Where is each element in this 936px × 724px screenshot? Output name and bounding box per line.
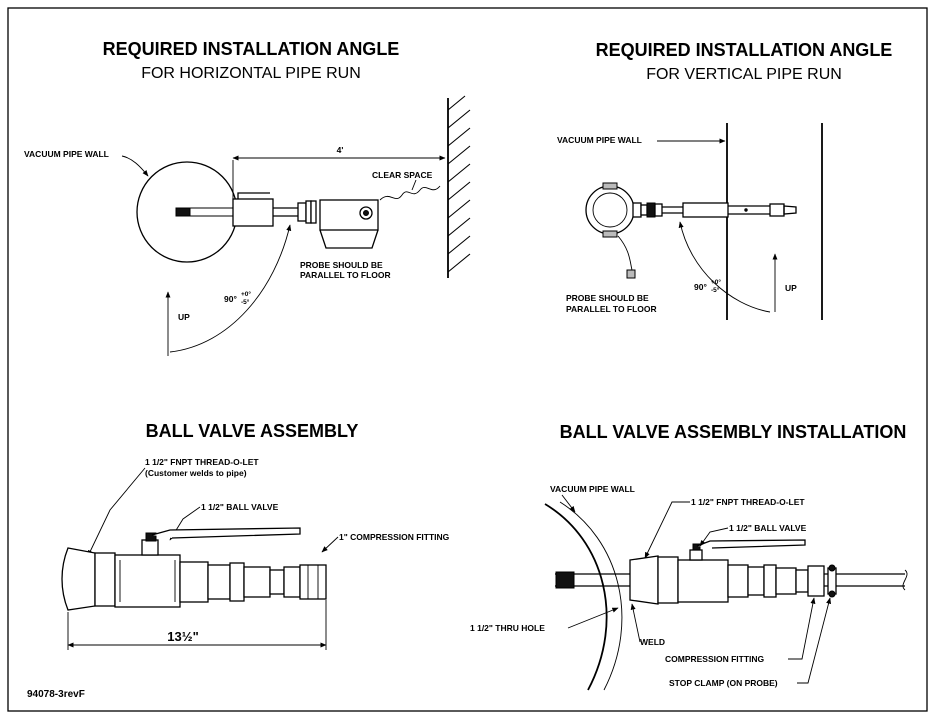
panel-installation: BALL VALVE ASSEMBLY INSTALLATION VACUUM … [470, 422, 908, 691]
horizontal-vacuum-pipe-wall-label: VACUUM PIPE WALL [24, 149, 109, 159]
assembly-title: BALL VALVE ASSEMBLY [146, 421, 359, 441]
angle-arc [169, 224, 292, 353]
installation-compression-label: COMPRESSION FITTING [665, 654, 765, 664]
vertical-angle-minus: -5° [711, 286, 720, 294]
panel-vertical-pipe-run: REQUIRED INSTALLATION ANGLE FOR VERTICAL… [557, 40, 892, 320]
horizontal-probe-note-2: PARALLEL TO FLOOR [300, 270, 391, 280]
installation-valve-handle [696, 539, 806, 549]
installation-probe-tip [555, 571, 575, 589]
probe-tip [175, 207, 191, 217]
drawing-number: 94078-3revF [27, 689, 85, 700]
installation-compression-fitting [807, 565, 825, 597]
vertical-vacuum-pipe-wall-label: VACUUM PIPE WALL [557, 135, 642, 145]
vertical-probe-note-1: PROBE SHOULD BE [566, 293, 649, 303]
horizontal-probe-note-1: PROBE SHOULD BE [300, 260, 383, 270]
vertical-title: REQUIRED INSTALLATION ANGLE [596, 40, 893, 60]
assembly-compression-label: 1" COMPRESSION FITTING [339, 532, 450, 542]
installation-stop-clamp [827, 567, 837, 595]
distance-label: 4' [337, 145, 344, 155]
valve-handle [237, 192, 270, 199]
horizontal-angle: 90° [224, 294, 237, 304]
installation-title: BALL VALVE ASSEMBLY INSTALLATION [560, 422, 907, 442]
horizontal-angle-plus: +0° [241, 290, 251, 298]
installation-vacuum-pipe-wall-label: VACUUM PIPE WALL [550, 484, 635, 494]
installation-valve-body [677, 559, 729, 603]
installation-pipe-wall-outer [544, 503, 608, 691]
vertical-probe-sleeve [682, 202, 729, 218]
assembly-compression-fitting [299, 564, 327, 600]
vertical-angle-plus: +0° [711, 278, 721, 286]
transmitter-enclosure [319, 199, 379, 231]
assembly-threadolet [61, 547, 96, 611]
vertical-angle: 90° [694, 282, 707, 292]
installation-threadolet [629, 555, 659, 605]
clear-space-label: CLEAR SPACE [372, 170, 433, 180]
assembly-length: 13½" [167, 629, 198, 644]
assembly-valve-body [114, 554, 181, 608]
installation-weld-label: WELD [640, 637, 665, 647]
horizontal-up-label: UP [178, 312, 190, 322]
assembly-valve-handle [151, 527, 301, 539]
installation-thru-hole-label: 1 1/2" THRU HOLE [470, 623, 545, 633]
installation-threadolet-label: 1 1/2" FNPT THREAD-O-LET [691, 497, 805, 507]
assembly-ball-valve-label: 1 1/2" BALL VALVE [201, 502, 279, 512]
wall-hatching [447, 95, 471, 273]
valve-body [232, 198, 274, 227]
panel-horizontal-pipe-run: REQUIRED INSTALLATION ANGLE FOR HORIZONT… [24, 39, 471, 356]
vertical-up-label: UP [785, 283, 797, 293]
horizontal-subtitle: FOR HORIZONTAL PIPE RUN [141, 65, 361, 82]
assembly-threadolet-2: (Customer welds to pipe) [145, 468, 247, 478]
vertical-angle-arc [678, 221, 771, 313]
horizontal-title: REQUIRED INSTALLATION ANGLE [103, 39, 400, 59]
installation-ball-valve-label: 1 1/2" BALL VALVE [729, 523, 807, 533]
vertical-probe-tip [783, 205, 797, 215]
vertical-subtitle: FOR VERTICAL PIPE RUN [646, 66, 842, 83]
clear-space-squiggle [379, 185, 441, 201]
assembly-threadolet-1: 1 1/2" FNPT THREAD-O-LET [145, 457, 259, 467]
installation-stop-clamp-label: STOP CLAMP (ON PROBE) [669, 678, 778, 688]
vertical-probe-note-2: PARALLEL TO FLOOR [566, 304, 657, 314]
panel-ball-valve-assembly: BALL VALVE ASSEMBLY 1 1/2" FNPT THREAD-O… [61, 421, 450, 650]
horizontal-angle-minus: -5° [241, 298, 250, 306]
sheet-border [7, 7, 928, 712]
